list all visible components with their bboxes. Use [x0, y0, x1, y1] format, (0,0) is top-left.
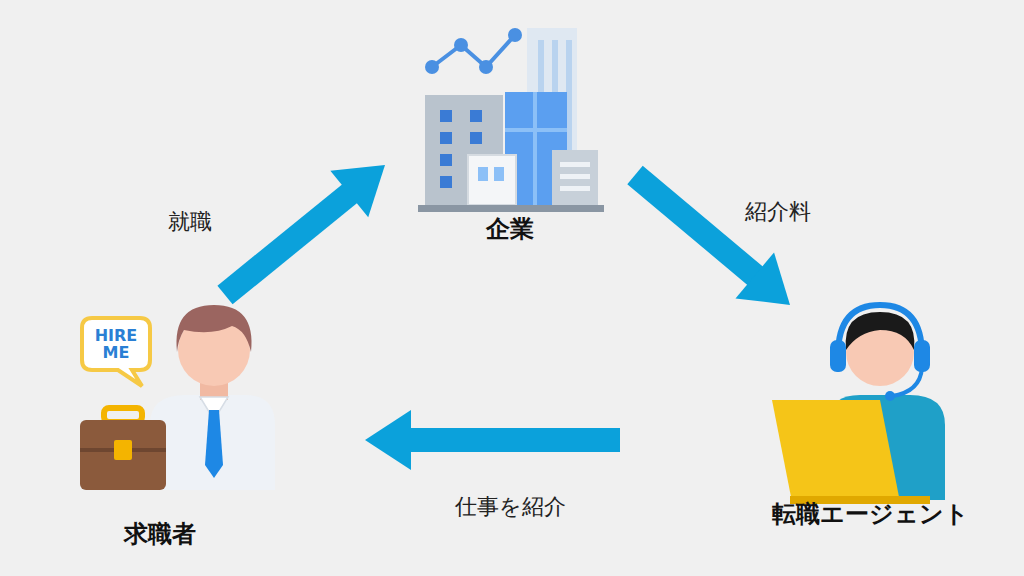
speech-bubble-text: HIRE ME: [88, 327, 144, 361]
edge-label: 就職: [168, 209, 212, 235]
node-label: 転職エージェント: [772, 500, 969, 529]
block-arrow: [635, 175, 790, 305]
node-label: 企業: [486, 215, 534, 244]
illustrated-node: 企業: [385, 15, 635, 255]
edge-label: 仕事を紹介: [455, 494, 566, 520]
agent-icon: [772, 305, 945, 504]
block-arrow: [365, 410, 620, 470]
job-seeker-icon: [80, 305, 275, 490]
edge-label: 紹介料: [745, 199, 811, 225]
company-icon: [418, 28, 604, 212]
node-label: 求職者: [124, 520, 196, 549]
block-arrow: [225, 165, 385, 295]
illustrated-node: 転職エージェント: [620, 305, 1000, 550]
